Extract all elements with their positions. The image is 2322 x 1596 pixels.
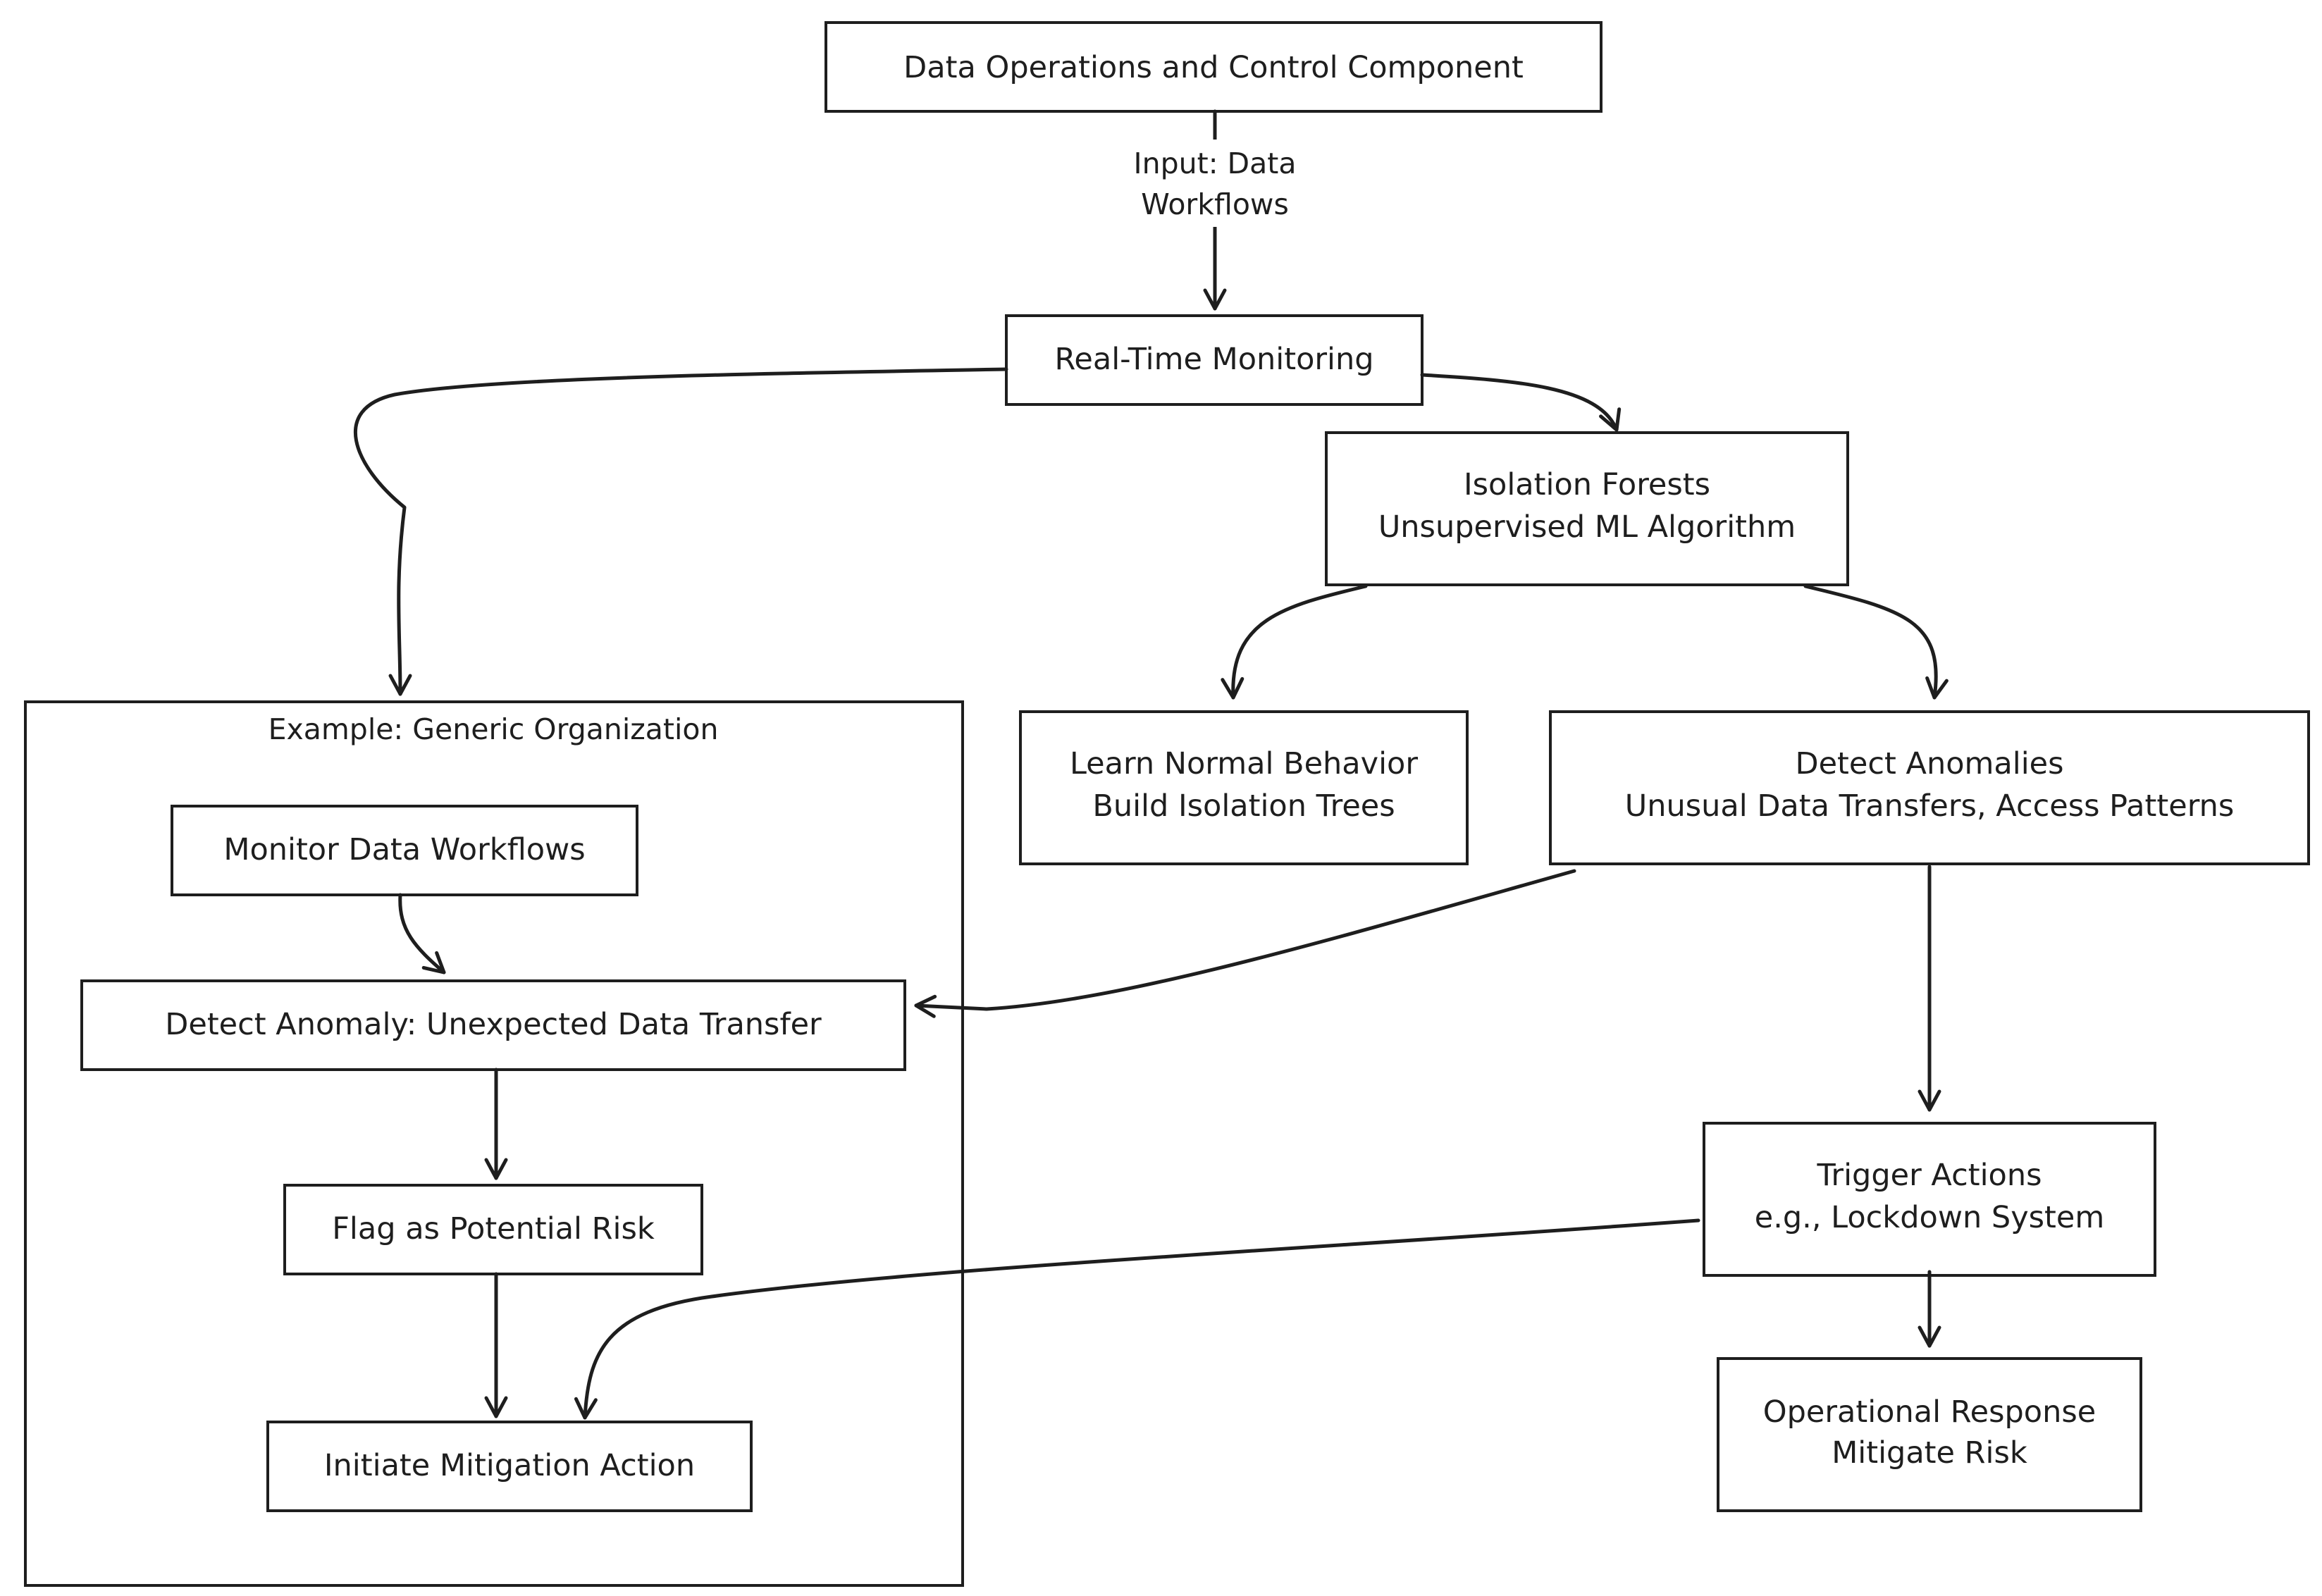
edge-label-line-1: Input: Data	[1134, 147, 1297, 180]
edge-monitor-to-detectone	[398, 893, 446, 975]
node-isolation-forests: Isolation Forests Unsupervised ML Algori…	[1325, 431, 1849, 586]
group-title: Example: Generic Organization	[268, 712, 719, 746]
node-flag-label: Flag as Potential Risk	[332, 1211, 655, 1247]
node-operational-response: Operational Response Mitigate Risk	[1717, 1357, 2142, 1512]
node-learn-normal-behavior: Learn Normal Behavior Build Isolation Tr…	[1019, 710, 1469, 865]
node-detect-line-1: Detect Anomalies	[1795, 746, 2063, 781]
node-response-line-1: Operational Response	[1763, 1394, 2096, 1430]
node-monitor-data-workflows: Monitor Data Workflows	[171, 805, 638, 896]
edge-isolation-to-detect	[1803, 584, 1949, 700]
node-trigger-line-2: e.g., Lockdown System	[1755, 1200, 2105, 1235]
node-realtime-label: Real-Time Monitoring	[1054, 342, 1373, 377]
svg-text:Workflows: Workflows	[1141, 187, 1289, 221]
node-detect-one-label: Detect Anomaly: Unexpected Data Transfer	[165, 1007, 822, 1042]
node-monitor-label: Monitor Data Workflows	[223, 832, 585, 867]
node-data-operations-label: Data Operations and Control Component	[903, 50, 1524, 85]
node-realtime-monitoring: Real-Time Monitoring	[1005, 314, 1424, 406]
svg-text:Unsupervised ML Algorithm: Unsupervised ML Algorithm	[1378, 509, 1796, 545]
edge-trigger-to-mitigate	[574, 1218, 1700, 1420]
svg-text:e.g., Lockdown System: e.g., Lockdown System	[1755, 1200, 2105, 1235]
svg-text:Monitor Data Workflows: Monitor Data Workflows	[223, 832, 585, 867]
node-data-operations: Data Operations and Control Component	[825, 21, 1602, 113]
svg-text:Unusual Data Transfers, Access: Unusual Data Transfers, Access Patterns	[1625, 788, 2235, 824]
edge-realtime-to-group	[354, 367, 1008, 696]
node-initiate-mitigation: Initiate Mitigation Action	[266, 1421, 753, 1512]
svg-text:Trigger Actions: Trigger Actions	[1816, 1158, 2042, 1193]
edge-label-line-2: Workflows	[1141, 187, 1289, 221]
node-trigger-actions: Trigger Actions e.g., Lockdown System	[1703, 1122, 2156, 1277]
svg-text:Detect Anomalies: Detect Anomalies	[1795, 746, 2063, 781]
svg-text:Input: Data: Input: Data	[1134, 147, 1297, 180]
edge-label-bg	[1104, 140, 1328, 227]
svg-text:Learn Normal Behavior: Learn Normal Behavior	[1070, 746, 1418, 781]
svg-text:Operational Response: Operational Response	[1763, 1394, 2096, 1430]
svg-text:Real-Time Monitoring: Real-Time Monitoring	[1054, 342, 1373, 377]
svg-text:Build Isolation Trees: Build Isolation Trees	[1092, 788, 1395, 824]
svg-text:Detect Anomaly: Unexpected Dat: Detect Anomaly: Unexpected Data Transfer	[165, 1007, 822, 1042]
svg-text:Flag as Potential Risk: Flag as Potential Risk	[332, 1211, 655, 1247]
edge-isolation-to-learn	[1221, 584, 1368, 700]
edges: Input: Data Workflows	[354, 109, 1949, 1420]
node-learn-line-1: Learn Normal Behavior	[1070, 746, 1418, 781]
svg-text:Data Operations and Control Co: Data Operations and Control Component	[903, 50, 1524, 85]
edge-detect-to-detectone	[914, 869, 1576, 1018]
svg-text:Isolation Forests: Isolation Forests	[1464, 467, 1710, 502]
node-mitigate-label: Initiate Mitigation Action	[324, 1448, 695, 1483]
node-detect-anomalies: Detect Anomalies Unusual Data Transfers,…	[1549, 710, 2310, 865]
node-response-line-2: Mitigate Risk	[1832, 1435, 2027, 1471]
node-detect-anomaly-transfer: Detect Anomaly: Unexpected Data Transfer	[80, 979, 906, 1071]
group-generic-organization: Example: Generic Organization	[24, 700, 964, 1587]
node-isolation-line-2: Unsupervised ML Algorithm	[1378, 509, 1796, 545]
node-learn-line-2: Build Isolation Trees	[1092, 788, 1395, 824]
svg-text:Mitigate Risk: Mitigate Risk	[1832, 1435, 2027, 1471]
edge-realtime-to-isolation	[1420, 373, 1622, 432]
node-detect-line-2: Unusual Data Transfers, Access Patterns	[1625, 788, 2235, 824]
node-isolation-line-1: Isolation Forests	[1464, 467, 1710, 502]
node-trigger-line-1: Trigger Actions	[1816, 1158, 2042, 1193]
node-flag-potential-risk: Flag as Potential Risk	[283, 1184, 703, 1275]
svg-text:Initiate Mitigation Action: Initiate Mitigation Action	[324, 1448, 695, 1483]
